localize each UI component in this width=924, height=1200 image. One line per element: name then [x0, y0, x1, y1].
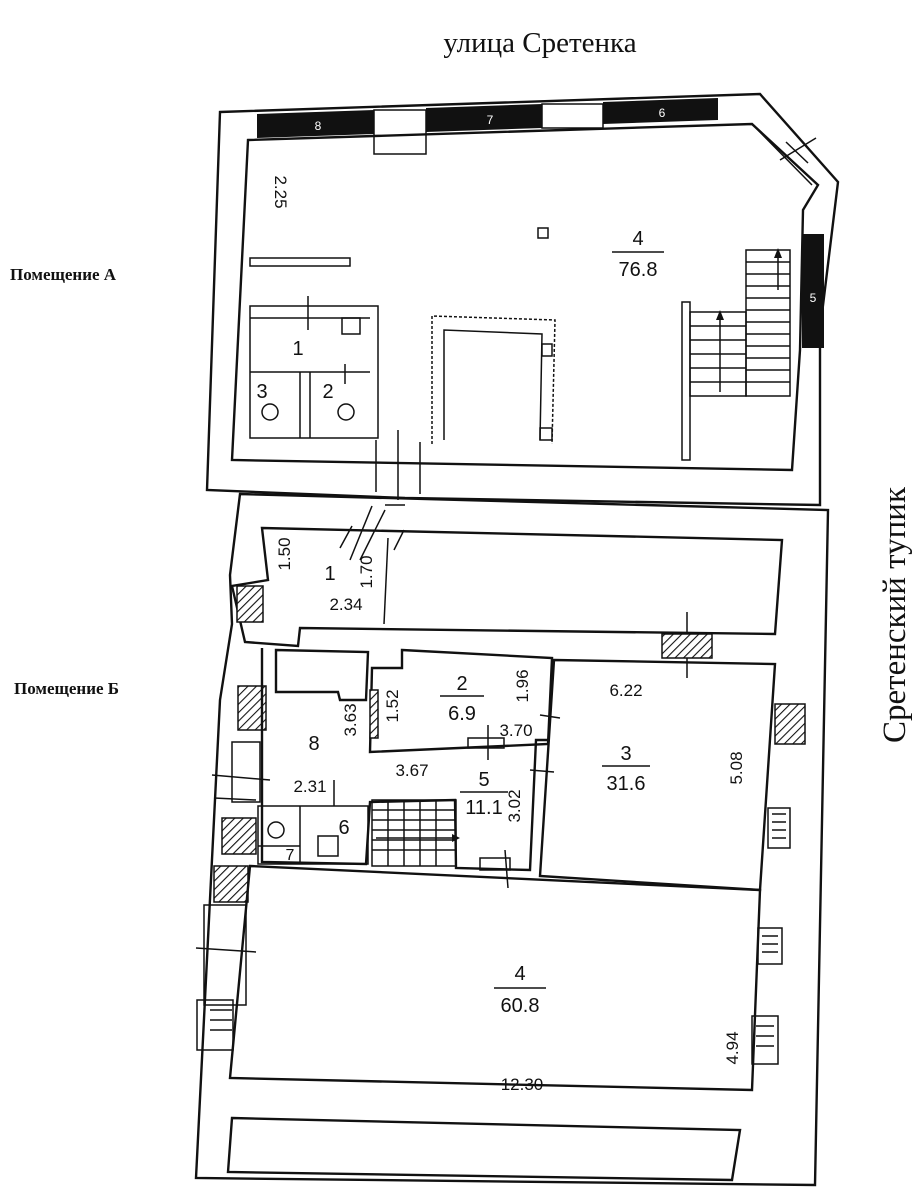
pillar-hatched: [774, 703, 806, 745]
svg-text:6: 6: [659, 106, 666, 120]
wc-block: [249, 296, 379, 439]
staircase-b: [371, 799, 511, 889]
central-core: [431, 315, 556, 445]
premises-b-outer-wall: [194, 492, 830, 1187]
dim-b-2-34: 2.34: [329, 595, 362, 614]
room-b4-area: 60.8: [501, 995, 540, 1017]
staircase-a: [681, 248, 791, 461]
premises-b-plan: 1 2 6.9 3 31.6 4 60.8 5 11.1 6 7 8 1.50 …: [194, 492, 830, 1187]
room-a2-number: 2: [322, 381, 333, 403]
room-b3-area: 31.6: [607, 773, 646, 795]
room-b2-area: 6.9: [448, 703, 476, 725]
toilet-icon: [261, 403, 279, 421]
pillar-hatched: [221, 817, 257, 855]
room-b6-number: 6: [338, 817, 349, 839]
dim-b-4-94: 4.94: [723, 1031, 742, 1064]
room-b2-number: 2: [456, 673, 467, 695]
room-a4-area: 76.8: [619, 259, 658, 281]
dim-b-3-63: 3.63: [341, 703, 360, 736]
room-b5-number: 5: [478, 769, 489, 791]
room-b4-number: 4: [514, 963, 525, 985]
dim-b-1-96: 1.96: [513, 669, 532, 702]
svg-text:8: 8: [315, 119, 322, 133]
wc-block-b: [257, 780, 369, 865]
premises-a-inner-wall: [230, 122, 820, 472]
dim-b-2-31: 2.31: [293, 777, 326, 796]
svg-text:5: 5: [810, 291, 817, 305]
window-8: 8: [257, 110, 374, 138]
window-6: 6: [603, 98, 718, 124]
street-name-top: улица Сретенка: [443, 27, 636, 59]
dim-a-2-25: 2.25: [271, 175, 290, 208]
toilet-icon: [337, 403, 355, 421]
doorway-a-b: [375, 430, 421, 500]
room-a1-number: 1: [292, 338, 303, 360]
dim-b-5-08: 5.08: [727, 751, 746, 784]
window-7: 7: [426, 104, 542, 132]
dim-b-1-52: 1.52: [383, 689, 402, 722]
pier-block: [541, 103, 604, 129]
dim-b-1-50: 1.50: [275, 537, 294, 570]
svg-text:7: 7: [487, 113, 494, 127]
pillar-hatched: [236, 585, 264, 623]
room-b8-number: 8: [308, 733, 319, 755]
dim-b-3-02: 3.02: [505, 789, 524, 822]
column: [537, 227, 549, 239]
dim-b-6-22: 6.22: [609, 681, 642, 700]
left-windows-b: [195, 741, 271, 1051]
window-5: 5: [802, 234, 824, 348]
room-a3-number: 3: [256, 381, 267, 403]
room-b2-walls: [368, 648, 554, 754]
dim-b-12-30: 12.30: [501, 1075, 544, 1094]
pillar-hatched: [661, 633, 713, 659]
right-windows-b: [751, 807, 791, 1065]
premises-a-label: Помещение А: [10, 265, 117, 284]
toilet-icon: [267, 821, 285, 839]
room-b1-number: 1: [324, 563, 335, 585]
street-name-right: Сретенский тупик: [877, 486, 913, 743]
room-b5-area: 11.1: [465, 797, 502, 819]
premises-a-outer-wall: [205, 92, 840, 507]
room-b4-walls: [228, 864, 762, 1092]
premises-b-label: Помещение Б: [14, 679, 119, 698]
dim-b-1-70: 1.70: [357, 555, 376, 588]
dim-b-3-67: 3.67: [395, 761, 428, 780]
premises-a-plan: 8 7 6 5: [205, 92, 840, 507]
room-a4-number: 4: [632, 228, 643, 250]
room-b7-number: 7: [286, 847, 295, 864]
dim-b-3-70: 3.70: [499, 721, 532, 740]
pier-block: [373, 109, 427, 155]
pillar-hatched: [213, 865, 249, 903]
room-b3-number: 3: [620, 743, 631, 765]
